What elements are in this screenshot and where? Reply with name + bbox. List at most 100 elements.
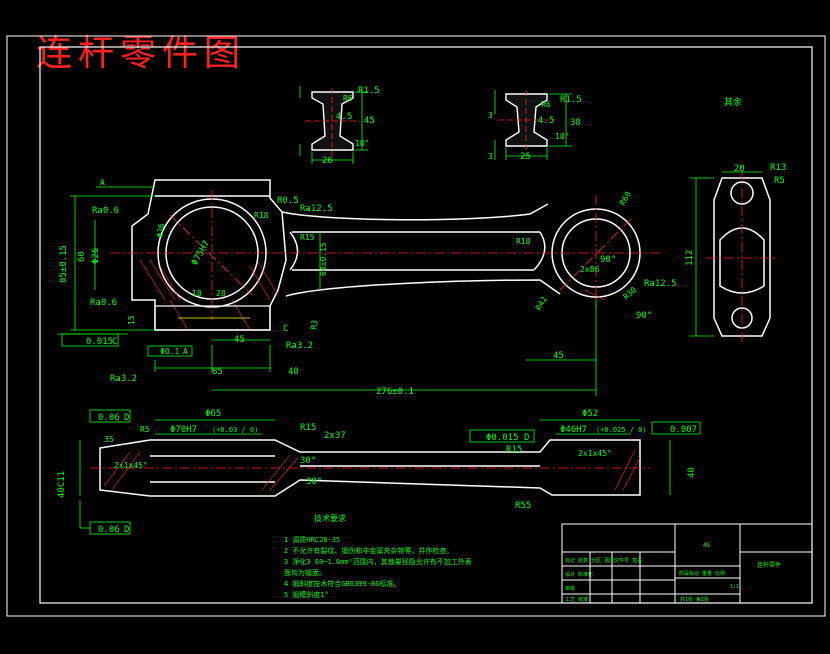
dim-r05: R0.5 xyxy=(277,196,299,206)
section2-height: 38 xyxy=(570,118,581,128)
tech-note: 面均为锻面。 xyxy=(284,568,326,577)
ra125-right: Ra12.5 xyxy=(644,279,677,289)
dim-28: 28 xyxy=(216,289,226,298)
dim-r55: R55 xyxy=(515,501,531,511)
section2-left2: 3 xyxy=(488,152,493,161)
section1-angle: 10° xyxy=(355,139,369,148)
main-dimension-lines xyxy=(58,186,597,396)
section2-thickness: 4.5 xyxy=(538,116,554,126)
dim-r18: R18 xyxy=(254,211,269,220)
section1-thickness: 4.5 xyxy=(336,112,352,122)
tol-face-ref: C xyxy=(112,337,117,347)
dim-2x1-left: 2x1x45° xyxy=(114,461,148,470)
section2-r2: R6 xyxy=(541,100,551,109)
dim-35: 35 xyxy=(104,435,114,444)
dim-r15b: R15 xyxy=(300,423,316,433)
dim-30b: 30° xyxy=(306,477,322,487)
inner-frame xyxy=(39,46,813,604)
dim-r3: R3 xyxy=(309,319,320,330)
dim-phi70-tol: (+0.03 / 0) xyxy=(212,426,258,434)
centerlines xyxy=(110,190,660,320)
dim-45: 45 xyxy=(234,335,245,345)
tech-note: 2 不允许有裂纹、锻伤和非金属夹杂物等，并作检查。 xyxy=(284,546,453,555)
tol-flat-top: 0.06 xyxy=(98,413,120,423)
tb-sheet: 共1张 第1张 xyxy=(680,596,709,603)
title-block xyxy=(561,523,813,604)
tol-flat-bottom: 0.06 xyxy=(98,525,120,535)
tol-face: 0.015 xyxy=(86,337,113,347)
tb-row4: 工艺 批准 xyxy=(565,596,588,603)
tb-name: 连杆零件 xyxy=(757,561,781,569)
tech-title: 技术要求 xyxy=(314,513,346,523)
tol-flat-top-ref: D xyxy=(124,413,129,423)
tol-cylindricity: 0.007 xyxy=(670,425,697,435)
dim-phi46: Φ46H7 xyxy=(560,425,587,435)
tech-note: 1 调质HRC28-35 xyxy=(284,535,340,544)
side-view xyxy=(713,177,771,337)
section2-width: 25 xyxy=(520,152,531,162)
tech-note: 4 锻斜度技术符合GB6399-86标准。 xyxy=(284,579,400,588)
dim-r15: R15 xyxy=(300,233,315,242)
dim-r15c: R15 xyxy=(506,445,522,455)
dim-40d: 40 xyxy=(687,467,697,478)
drawing-title: 连杆零件图 xyxy=(36,33,247,74)
dim-45b: 45 xyxy=(553,351,564,361)
tb-scale: 1:1 xyxy=(730,584,739,590)
tb-row3: 审核 xyxy=(565,585,575,592)
dim-phi46-tol: (+0.025 / 0) xyxy=(596,426,647,434)
dim-276: 276±0.1 xyxy=(376,387,414,397)
tol-parallel: Φ0.015 xyxy=(486,433,519,443)
dim-18: 18 xyxy=(192,289,202,298)
dim-r10: R10 xyxy=(516,237,531,246)
ra06-bottom: Ra0.6 xyxy=(90,298,117,308)
section1-width: 26 xyxy=(322,156,333,166)
section1-r2: R6 xyxy=(343,94,353,103)
section2-angle: 10° xyxy=(555,132,569,141)
dim-85: 85±0.15 xyxy=(59,245,69,283)
dim-2x86: 2x86 xyxy=(580,265,599,274)
datum-a-label: A xyxy=(100,178,105,187)
dim-2x1-right: 2x1x45° xyxy=(578,449,612,458)
section2-r: R1.5 xyxy=(560,95,582,105)
section1-r: R1.5 xyxy=(358,86,380,96)
dim-r60: R60 xyxy=(618,190,633,207)
big-end-hatch xyxy=(139,259,606,331)
dim-40: 40 xyxy=(288,367,299,377)
dim-90: 90° xyxy=(600,255,616,265)
front-view xyxy=(131,179,641,331)
bottom-dimension-lines xyxy=(79,409,701,535)
ra125-top: Ra12.5 xyxy=(300,204,333,214)
outer-frame xyxy=(6,35,826,617)
side-width: 20 xyxy=(734,164,745,174)
top-r5: R5 xyxy=(140,425,150,434)
tb-material: 45 xyxy=(703,542,711,549)
section2-left: 3 xyxy=(488,111,493,120)
dim-60: 60 xyxy=(77,251,87,262)
side-r13: R13 xyxy=(770,163,786,173)
dim-64: 64±0.15 xyxy=(319,242,328,276)
dim-phi36: Φ36 xyxy=(155,222,166,238)
dim-85b: 85 xyxy=(212,367,223,377)
dim-2x37: 2x37 xyxy=(324,431,346,441)
ra32-b: Ra3.2 xyxy=(110,374,137,384)
section1-height: 45 xyxy=(364,116,375,126)
tech-note: 5 锻模斜度1° xyxy=(284,590,329,599)
side-r5: R5 xyxy=(774,176,785,186)
dim-phi70: Φ70H7 xyxy=(170,425,197,435)
datum-c-label: C xyxy=(283,324,288,334)
tech-notes: 1 调质HRC28-35 2 不允许有裂纹、锻伤和非金属夹杂物等，并作检查。 3… xyxy=(284,535,472,599)
bottom-hatch xyxy=(103,449,641,491)
tb-row2: 设计 标准化 xyxy=(565,571,593,578)
ra32-a: Ra3.2 xyxy=(286,341,313,351)
dim-phi52: Φ52 xyxy=(582,409,598,419)
tol-pos: Φ0.1 xyxy=(160,347,179,356)
section-view-2 xyxy=(498,90,555,150)
dim-30: 30° xyxy=(300,456,316,466)
dim-90b: 90° xyxy=(636,311,652,321)
dim-phi26: Φ26 xyxy=(91,248,101,264)
other-surface-label: 其余 xyxy=(724,96,742,108)
dim-phi65: Φ65 xyxy=(205,409,221,419)
tb-row1: 标记 处数 分区 更改文件号 签名 xyxy=(565,557,642,564)
tb-stage: 阶段标记 重量 比例 xyxy=(679,570,725,577)
